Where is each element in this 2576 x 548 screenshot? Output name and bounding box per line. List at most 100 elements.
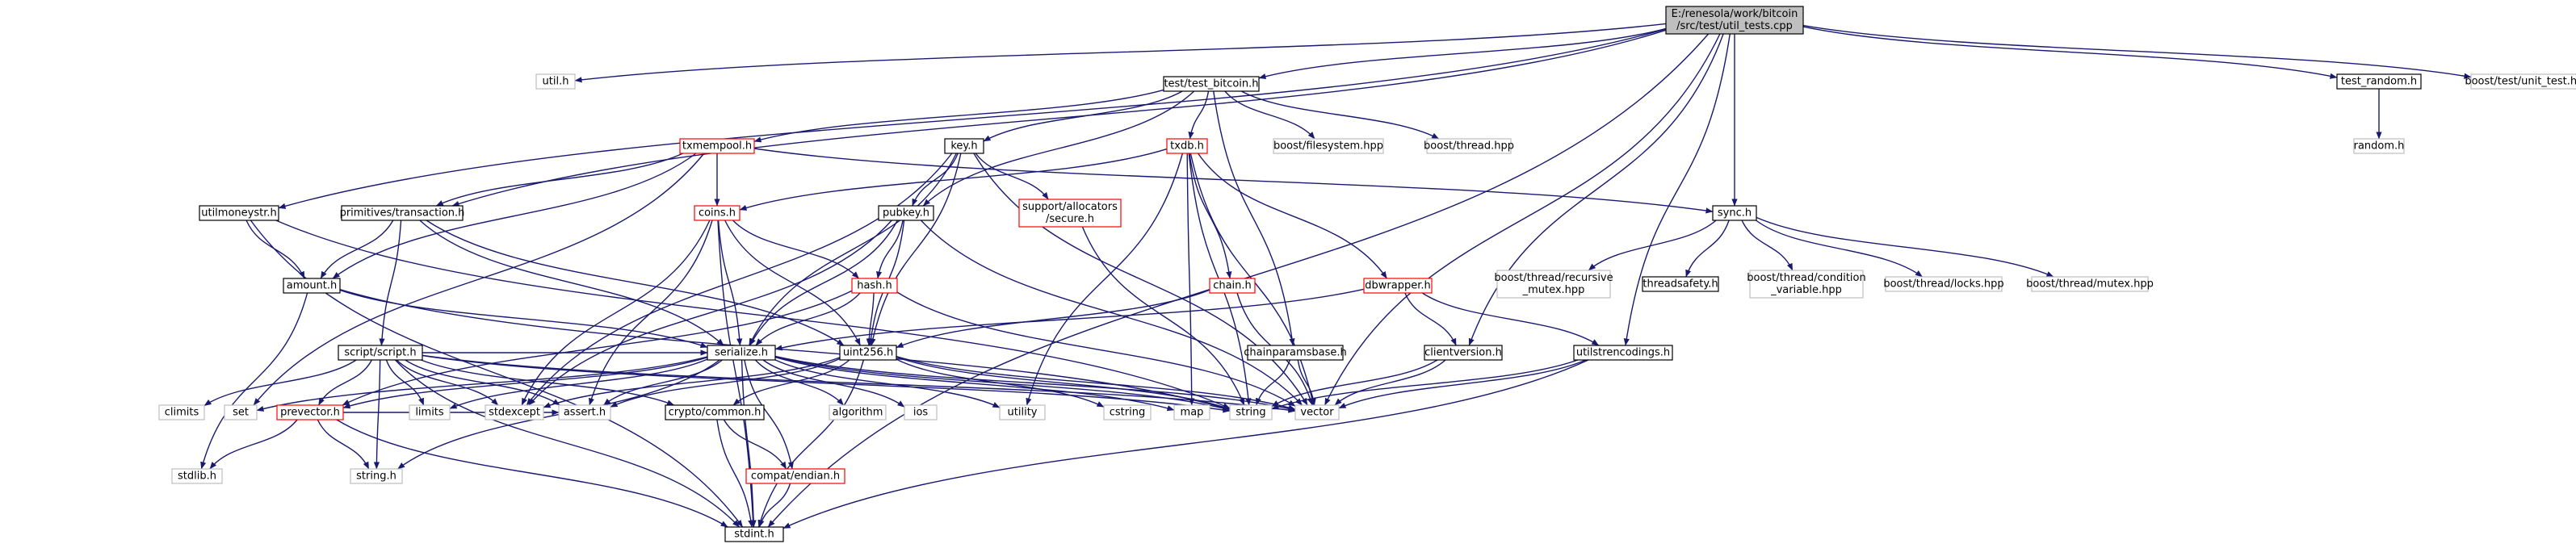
- node-label: boost/thread/locks.hpp: [1883, 278, 2003, 291]
- node-label: txdb.h: [1170, 140, 1204, 153]
- node-threadsafety-h[interactable]: threadsafety.h: [1642, 276, 1719, 292]
- node-key-h[interactable]: key.h: [944, 138, 984, 154]
- node-random-h[interactable]: random.h: [2353, 138, 2405, 154]
- node-limits[interactable]: limits: [409, 404, 451, 420]
- node-crypto-common-h[interactable]: crypto/common.h: [665, 404, 765, 420]
- node-label: test_random.h: [2341, 76, 2417, 88]
- node-hash-h[interactable]: hash.h: [851, 278, 898, 294]
- node-box: [1173, 404, 1210, 420]
- edge-amount_h-to-serialize_h: [339, 289, 708, 349]
- node-box: [745, 468, 845, 484]
- node-uint256-h[interactable]: uint256.h: [839, 345, 897, 361]
- node-vector[interactable]: vector: [1294, 404, 1340, 420]
- edge-chain_h-to-uint256_h: [896, 289, 1210, 349]
- edge-script_script_h-to-climits: [203, 359, 357, 407]
- node-clientversion-h[interactable]: clientversion.h: [1424, 345, 1503, 361]
- node-ios[interactable]: ios: [904, 404, 938, 420]
- node-boost-thread-recursive-mutex-hpp[interactable]: boost/thread/recursive_mutex.hpp: [1494, 270, 1613, 299]
- node-box: [485, 404, 544, 420]
- edge-primitives_transaction_h-to-serialize_h: [419, 220, 724, 346]
- node-stdexcept[interactable]: stdexcept: [485, 404, 544, 420]
- node-stdlib-h[interactable]: stdlib.h: [171, 468, 223, 484]
- node-box: [904, 404, 938, 420]
- edge-chainparamsbase_h-to-string: [1256, 359, 1290, 406]
- node-boost-thread-condition-variable-hpp[interactable]: boost/thread/condition_variable.hpp: [1747, 270, 1866, 299]
- node-chainparamsbase-h[interactable]: chainparamsbase.h: [1244, 345, 1347, 361]
- node-coins-h[interactable]: coins.h: [694, 205, 740, 221]
- edge-sync_h-to-boost_thread_locks_hpp: [1756, 220, 1923, 278]
- node-script-script-h[interactable]: script/script.h: [338, 345, 423, 361]
- node-compat-endian-h[interactable]: compat/endian.h: [745, 468, 845, 484]
- node-boost-thread-hpp[interactable]: boost/thread.hpp: [1424, 138, 1514, 154]
- node-boost-unit-test-hpp[interactable]: boost/test/unit_test.hpp: [2465, 73, 2576, 90]
- edge-serialize_h-to-ios: [762, 359, 905, 408]
- edge-crypto_common_h-to-compat_endian_h: [723, 419, 787, 470]
- edge-utilstrencodings_h-to-vector: [1338, 359, 1587, 409]
- node-box: [409, 404, 451, 420]
- node-util-h[interactable]: util.h: [535, 73, 576, 90]
- node-assert-h[interactable]: assert.h: [558, 404, 611, 420]
- node-box: [199, 205, 279, 221]
- edge-serialize_h-to-compat_endian_h: [744, 359, 794, 470]
- node-boost-thread-mutex-hpp[interactable]: boost/thread/mutex.hpp: [2026, 276, 2154, 292]
- node-string-h[interactable]: string.h: [350, 468, 403, 484]
- node-map[interactable]: map: [1173, 404, 1210, 420]
- node-box: [1712, 205, 1757, 221]
- edge-hash_h-to-prevector_h: [342, 290, 853, 406]
- node-test-random-h[interactable]: test_random.h: [2336, 73, 2422, 90]
- node-string[interactable]: string: [1229, 404, 1273, 420]
- node-test-bitcoin-h[interactable]: test/test_bitcoin.h: [1163, 76, 1260, 92]
- node-label: stdexcept: [489, 407, 540, 419]
- edge-support_allocators_secure_h-to-string: [1081, 226, 1245, 406]
- edge-hash_h-to-serialize_h: [755, 292, 861, 346]
- edge-dbwrapper_h-to-clientversion_h: [1404, 292, 1457, 346]
- node-label: ios: [913, 407, 929, 419]
- node-txdb-h[interactable]: txdb.h: [1166, 138, 1208, 154]
- node-label: utilmoneystr.h: [201, 207, 277, 220]
- edge-uint256_h-to-vector: [896, 356, 1296, 411]
- edge-script_script_h-to-vector: [422, 354, 1296, 413]
- node-serialize-h[interactable]: serialize.h: [707, 345, 776, 361]
- node-label: boost/thread/condition: [1747, 272, 1866, 284]
- node-label: crypto/common.h: [669, 407, 761, 419]
- node-chain-h[interactable]: chain.h: [1209, 278, 1256, 294]
- edge-root-to-utilstrencodings_h: [1623, 33, 1731, 346]
- node-boost-thread-locks-hpp[interactable]: boost/thread/locks.hpp: [1883, 276, 2004, 292]
- node-utilmoneystr-h[interactable]: utilmoneystr.h: [199, 205, 279, 221]
- node-primitives-transaction-h[interactable]: primitives/transaction.h: [340, 205, 465, 221]
- node-label: _variable.hpp: [1770, 284, 1842, 296]
- node-set[interactable]: set: [224, 404, 258, 420]
- edge-key_h-to-uint256_h: [870, 153, 962, 346]
- node-stdint-h[interactable]: stdint.h: [724, 526, 784, 542]
- node-txmempool-h[interactable]: txmempool.h: [679, 138, 755, 154]
- node-label: string: [1236, 407, 1265, 419]
- node-utilstrencodings-h[interactable]: utilstrencodings.h: [1573, 345, 1673, 361]
- node-box: [1496, 270, 1611, 299]
- node-root[interactable]: E:/renesola/work/bitcoin/src/test/util_t…: [1665, 6, 1804, 35]
- node-box: [535, 73, 576, 90]
- node-label: support/allocators: [1022, 201, 1118, 213]
- node-amount-h[interactable]: amount.h: [283, 278, 341, 294]
- node-label: boost/thread/recursive: [1494, 272, 1613, 284]
- node-sync-h[interactable]: sync.h: [1712, 205, 1757, 221]
- edge-script_script_h-to-assert_h: [405, 359, 560, 406]
- node-box: [158, 404, 205, 420]
- edge-uint256_h-to-string: [896, 356, 1231, 410]
- node-dbwrapper-h[interactable]: dbwrapper.h: [1363, 278, 1433, 294]
- edge-serialize_h-to-stdint_h: [740, 359, 757, 528]
- edge-coins_h-to-assert_h: [589, 220, 713, 406]
- node-cstring[interactable]: cstring: [1103, 404, 1152, 420]
- edge-root-to-boost_unit_test_hpp: [1802, 24, 2472, 79]
- edge-key_h-to-vector: [973, 153, 1308, 406]
- node-pubkey-h[interactable]: pubkey.h: [878, 205, 934, 221]
- node-climits[interactable]: climits: [158, 404, 205, 420]
- edge-test_bitcoin_h-to-boost_thread_hpp: [1240, 90, 1440, 140]
- node-label: set: [233, 407, 249, 419]
- node-box: [1103, 404, 1152, 420]
- node-algorithm[interactable]: algorithm: [829, 404, 887, 420]
- node-prevector-h[interactable]: prevector.h: [276, 404, 344, 420]
- node-support-allocators-secure-h[interactable]: support/allocators/secure.h: [1018, 199, 1122, 228]
- node-utility[interactable]: utility: [999, 404, 1046, 420]
- node-label: serialize.h: [715, 347, 768, 359]
- node-boost-filesystem-hpp[interactable]: boost/filesystem.hpp: [1273, 138, 1384, 154]
